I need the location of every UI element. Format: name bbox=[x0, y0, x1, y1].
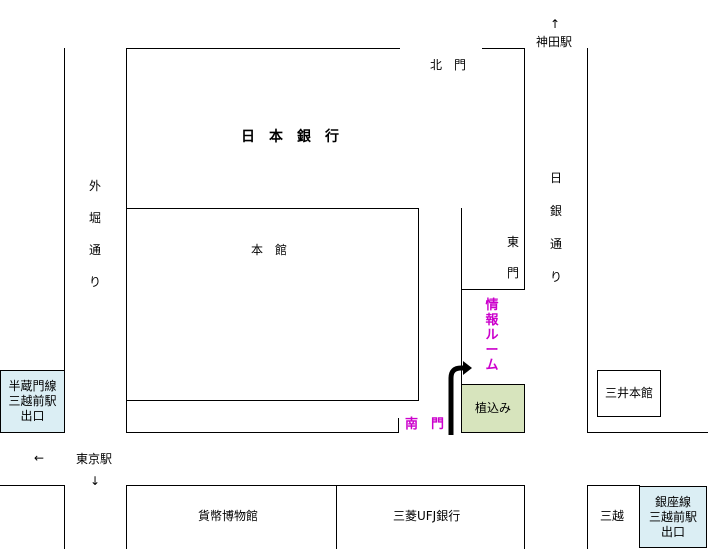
main-building-label: 本 館 bbox=[251, 243, 288, 257]
nichigin-dori-label: 日 銀 通 り bbox=[549, 171, 562, 284]
mufg-bank-label: 三菱UFJ銀行 bbox=[393, 509, 461, 523]
north-gate-label: 北 門 bbox=[430, 58, 467, 72]
boj-label: 日 本 銀 行 bbox=[241, 129, 339, 145]
down-arrow-icon: ↓ bbox=[90, 474, 101, 488]
sotobori-dori-label: 外 堀 通 り bbox=[88, 179, 101, 289]
planting-box: 植込み bbox=[461, 384, 525, 433]
mitsukoshi-label: 三越 bbox=[600, 509, 625, 523]
left-arrow-icon: ← bbox=[34, 451, 45, 465]
info-room-label: 情 報 ル ー ム bbox=[485, 298, 499, 373]
tokyo-station-label: 東京駅 bbox=[76, 452, 113, 466]
route-arrow bbox=[448, 361, 472, 435]
ginza-exit-box: 銀座線 三越前駅 出口 bbox=[639, 486, 707, 548]
hanzomon-exit-box: 半蔵門線 三越前駅 出口 bbox=[0, 370, 65, 433]
planting-label: 植込み bbox=[474, 401, 511, 415]
east-gate-label-2: 門 bbox=[507, 266, 520, 280]
currency-museum-label: 貨幣博物館 bbox=[198, 509, 259, 523]
south-gate-label: 南 門 bbox=[405, 417, 445, 432]
up-arrow-icon: ↑ bbox=[550, 17, 561, 31]
kanda-station-label: 神田駅 bbox=[536, 35, 573, 49]
mitsui-main-box: 三井本館 bbox=[597, 370, 661, 417]
east-gate-label-1: 東 bbox=[507, 235, 520, 249]
